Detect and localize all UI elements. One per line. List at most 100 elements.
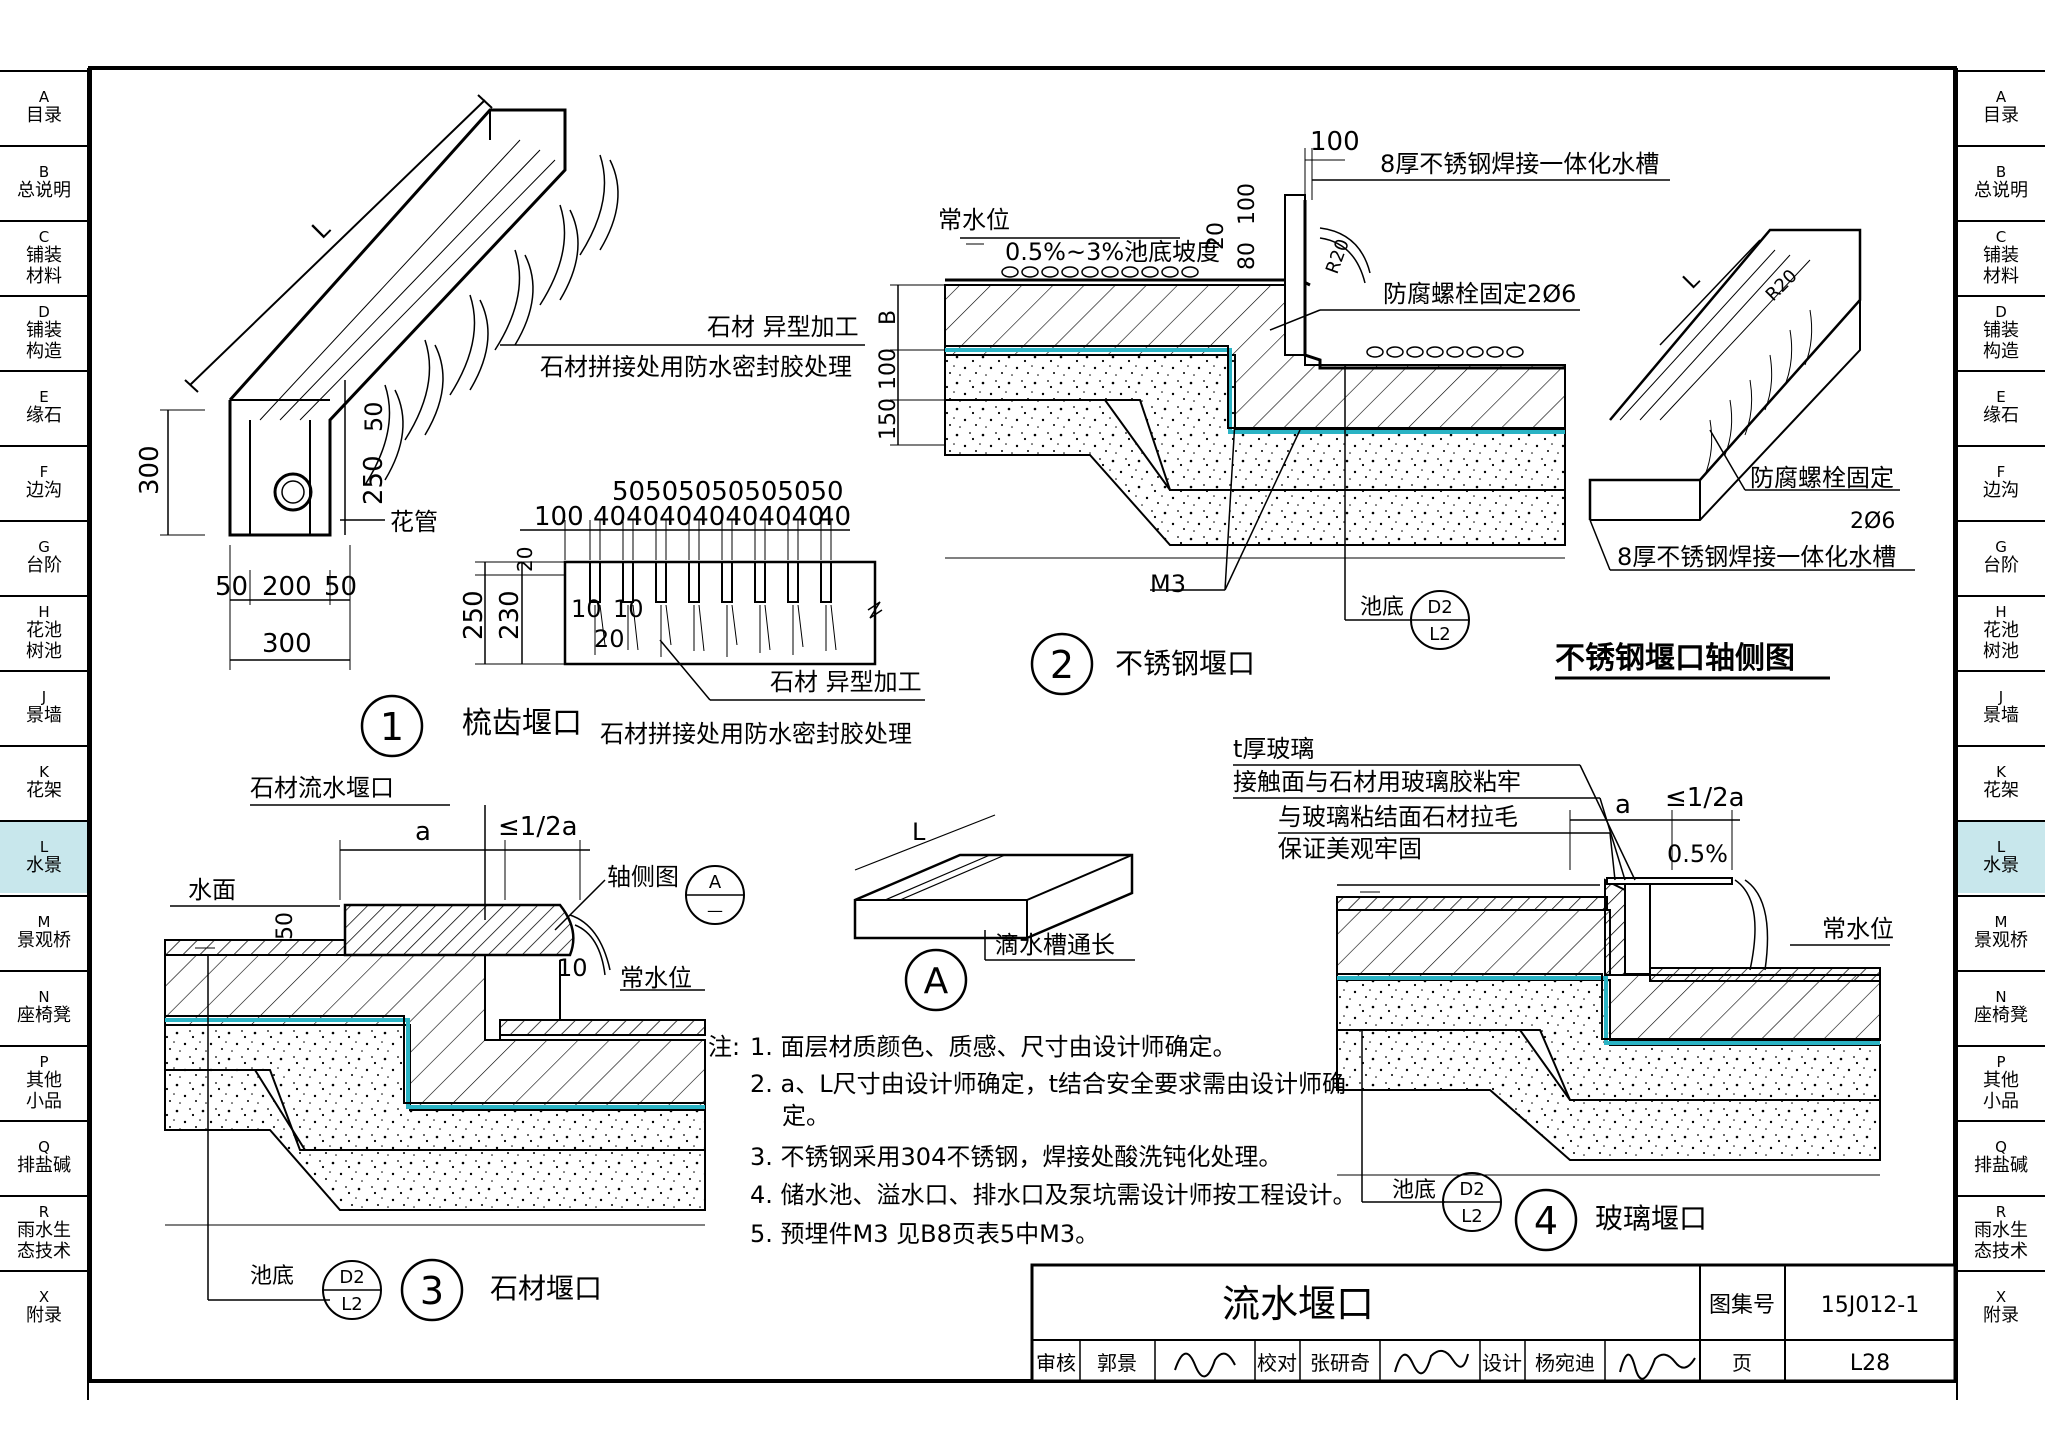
d1-elev-mid-b: 40404040404040 [593, 502, 825, 532]
tab-label: 台阶 [1983, 555, 2019, 576]
note-4: 4. 储水池、溢水口、排水口及泵坑需设计师按工程设计。 [750, 1181, 1357, 1209]
detail-2-isometric: L R20 防腐螺栓固定 2Ø6 8厚不锈钢焊接一体化水槽 不锈钢堰口轴侧图 [1555, 228, 1915, 680]
tab-code: B [38, 163, 50, 181]
tab-code: R [38, 1202, 50, 1221]
d1-elev-mid-c: 40 [818, 502, 851, 532]
d4-title: 玻璃堰口 [1595, 1202, 1707, 1235]
tab-code: K [1996, 763, 2006, 781]
d2-label-trough: 8厚不锈钢焊接一体化水槽 [1380, 150, 1659, 178]
tab-code: X [38, 1288, 50, 1306]
tab-code: G [1995, 538, 2007, 556]
tb-checker: 张研奇 [1310, 1351, 1370, 1375]
d1-elev-note-b: 石材拼接处用防水密封胶处理 [600, 720, 912, 748]
tab-label: 花池 [1983, 619, 2019, 641]
d3-label-axo: 轴侧图 [607, 863, 679, 891]
tab-label: 座椅凳 [1974, 1005, 2028, 1026]
tab-code: A [1995, 88, 2007, 106]
d2-ref-bot: L2 [1429, 624, 1450, 645]
tab-label: 排盐碱 [17, 1155, 71, 1176]
tb-checker-signature [1394, 1349, 1469, 1375]
d1-elev-230: 230 [495, 590, 525, 640]
d4-dim-a: a [1615, 790, 1631, 820]
tab-label: 花架 [26, 780, 62, 801]
tab-label: 边沟 [1983, 480, 2019, 501]
d3-ref-a: A [709, 872, 722, 893]
tab-code: E [1996, 388, 2006, 406]
d2-dim-80: 80 [1235, 242, 1260, 270]
d1-title: 梳齿堰口 [462, 706, 582, 741]
tab-code: N [1995, 988, 2007, 1006]
tb-reviewer: 郭景 [1097, 1351, 1137, 1375]
tab-label: 边沟 [26, 480, 62, 501]
tab-label: 态技术 [1974, 1240, 2028, 1262]
tab-code: J [41, 688, 47, 706]
dA-label: 滴水槽通长 [995, 931, 1115, 959]
d1-elev-10a: 10 [571, 595, 602, 623]
tb-designer-signature [1619, 1353, 1696, 1380]
tab-code: X [1995, 1288, 2007, 1306]
d2-dim-100v: 100 [1235, 183, 1260, 225]
d3-label-water: 常水位 [620, 964, 692, 992]
note-2: 2. a、L尺寸由设计师确定，t结合安全要求需由设计师确 [750, 1070, 1346, 1098]
tab-code: G [38, 538, 50, 556]
d3-dim-a: a [415, 817, 431, 847]
tab-label: 座椅凳 [17, 1005, 71, 1026]
d1-dim-300h: 300 [135, 445, 165, 495]
tab-label: 构造 [26, 340, 62, 362]
detail-4-glass-weir: t厚玻璃 接触面与石材用玻璃胶粘牢 与玻璃粘结面石材拉毛 保证美观牢固 a ≤1… [1233, 735, 1894, 1252]
dA-number: A [924, 961, 949, 1002]
tab-label: 其他 [26, 1069, 62, 1091]
tb-reviewer-signature [1174, 1352, 1236, 1378]
tab-label: 构造 [1983, 340, 2019, 362]
d1-dim-50: 50 [360, 401, 388, 432]
d2-dim-100b: 100 [876, 348, 901, 390]
tab-code: F [1996, 463, 2006, 481]
d2-label-M3: M3 [1150, 570, 1186, 598]
d1-elev-top: 50505050505050 [612, 477, 844, 507]
d1-dim-50b: 50 [324, 572, 357, 602]
d4-ref-top: D2 [1459, 1179, 1484, 1200]
d3-dim-half: ≤1/2a [498, 812, 578, 842]
tb-check-label: 校对 [1257, 1351, 1297, 1375]
d3-label-base: 池底 [250, 1264, 294, 1289]
tab-label: 雨水生 [1974, 1219, 2028, 1241]
d1-elev-20b: 20 [594, 625, 625, 653]
detail-1-comb-weir: L 300 50 250 花管 50 200 50 300 石材 异型加工 石材… [135, 94, 865, 758]
detail-A-axonometric: L 滴水槽通长 A [853, 814, 1135, 1012]
tab-label: 树池 [1983, 640, 2019, 662]
